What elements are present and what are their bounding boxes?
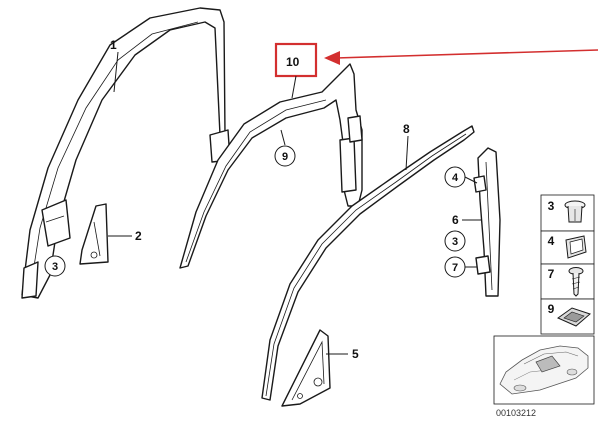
red-arrow-icon	[324, 49, 599, 65]
callout-10: 10	[286, 55, 300, 69]
svg-text:3: 3	[452, 236, 458, 248]
spring-clip-icon	[565, 235, 587, 259]
car-silhouette-icon	[499, 345, 589, 395]
circled-callout-9: 9	[274, 145, 296, 167]
screw-icon	[568, 267, 584, 297]
pillar-trim-part[interactable]	[473, 147, 501, 297]
leader-line-10	[291, 75, 297, 99]
legend-number-9: 9	[548, 302, 555, 316]
svg-text:4: 4	[452, 172, 459, 184]
leader-line-1	[113, 51, 119, 93]
clip-nut-icon	[564, 200, 586, 223]
circled-callout-7: 7	[444, 256, 466, 278]
door-frame-trim-part[interactable]	[21, 7, 231, 299]
circled-callout-3-left: 3	[44, 255, 66, 277]
triangle-cover-part[interactable]	[79, 203, 109, 265]
callout-1: 1	[110, 38, 117, 52]
car-location-thumbnail	[493, 335, 595, 405]
leader-line-9	[280, 129, 286, 146]
leader-line-8	[405, 135, 409, 171]
legend-number-4: 4	[548, 234, 555, 248]
diagram-code: 00103212	[496, 408, 536, 418]
retainer-pad-icon	[556, 307, 591, 327]
svg-text:9: 9	[282, 151, 288, 163]
callout-5: 5	[352, 347, 359, 361]
legend-number-7: 7	[548, 267, 555, 281]
weatherstrip-part[interactable]	[261, 125, 475, 401]
legend-number-3: 3	[548, 199, 555, 213]
mirror-triangle-part[interactable]	[281, 329, 331, 407]
callout-2: 2	[135, 229, 142, 243]
circled-callout-3-right: 3	[444, 230, 466, 252]
svg-text:3: 3	[52, 261, 58, 273]
callout-8: 8	[403, 122, 410, 136]
callout-6: 6	[452, 213, 459, 227]
hardware-legend: 3 4 7 9	[540, 194, 595, 335]
leader-line-4	[464, 176, 478, 184]
circled-callout-4: 4	[444, 166, 466, 188]
svg-text:7: 7	[452, 262, 458, 274]
